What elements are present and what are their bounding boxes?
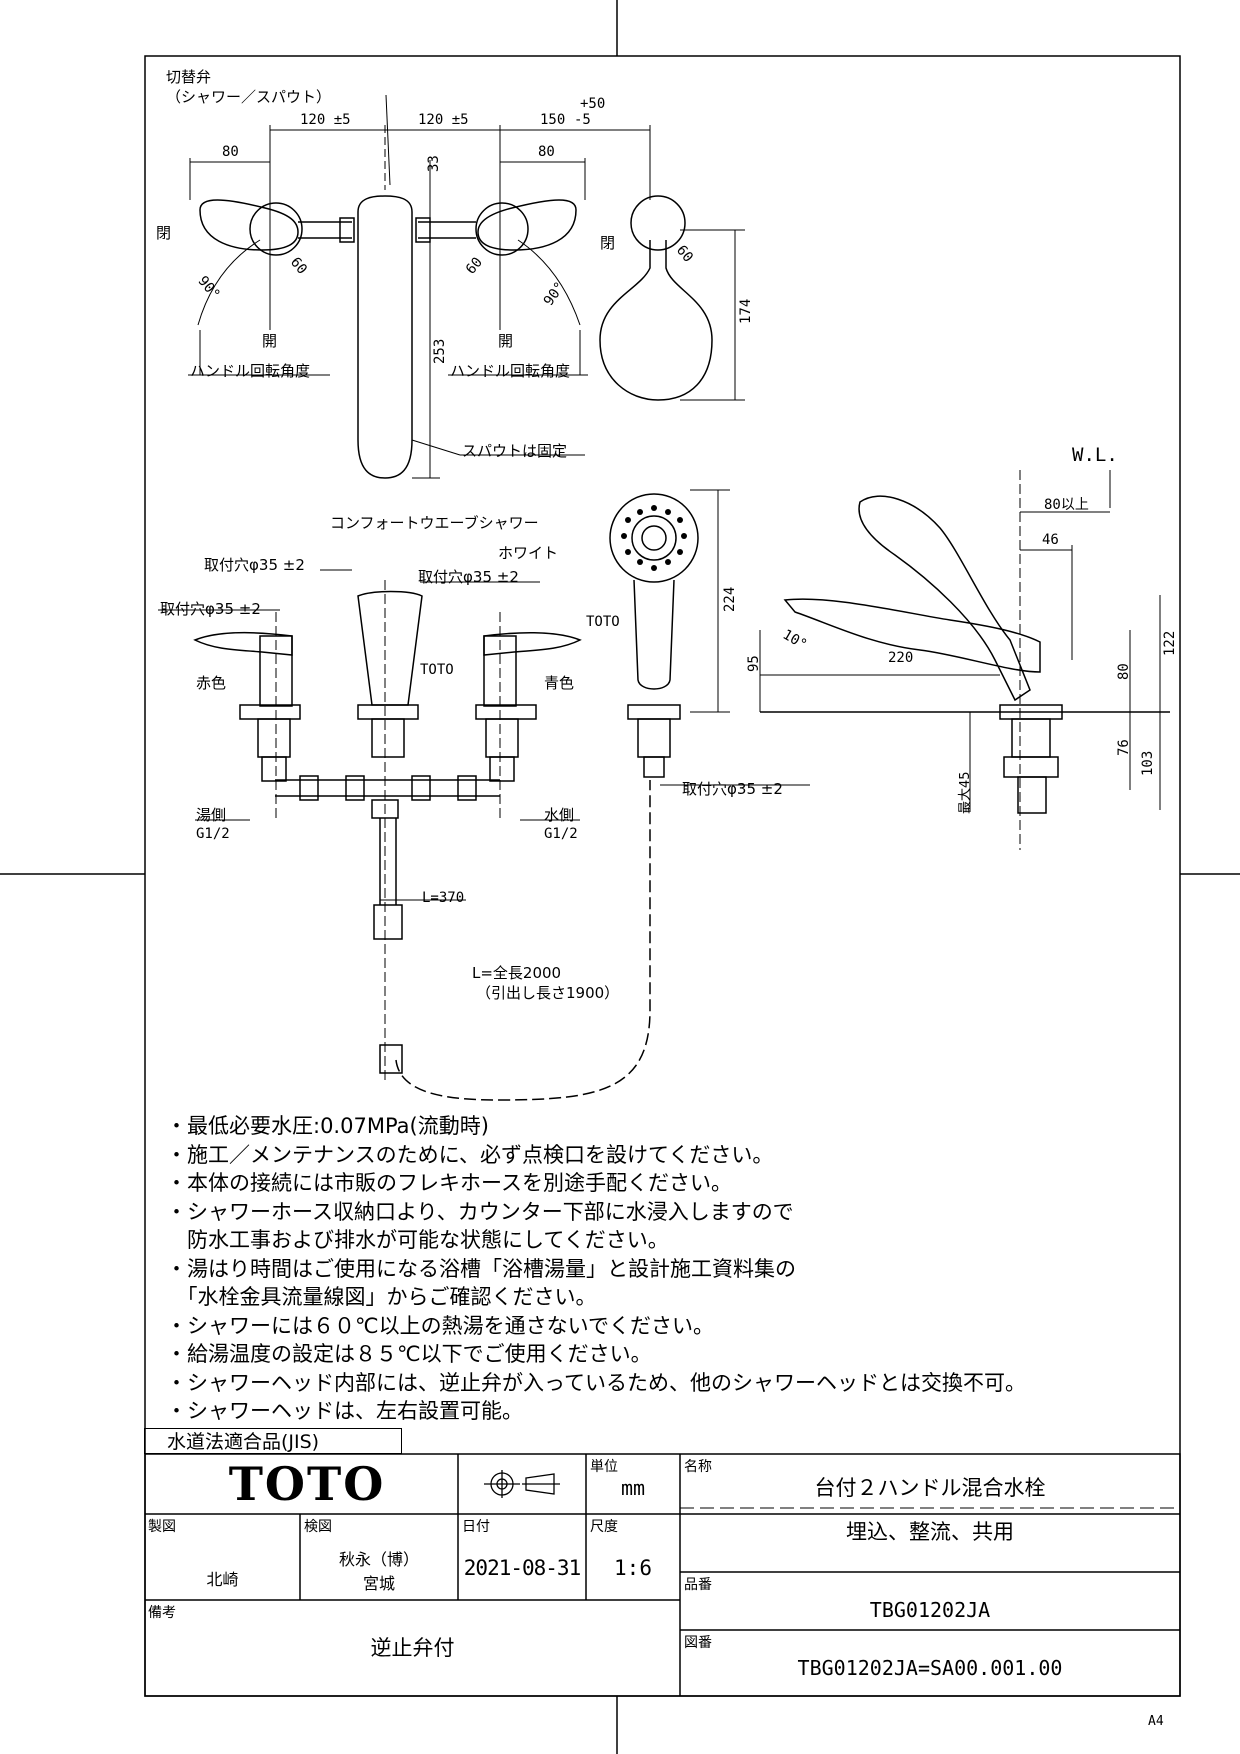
part-number: TBG01202JA bbox=[869, 1598, 991, 1622]
note-item: ・湯はり時間はご使用になる浴槽「浴槽湯量」と設計施工資料集の bbox=[166, 1256, 796, 1281]
toto-label-shower: TOTO bbox=[586, 614, 620, 630]
note-item: ・給湯温度の設定は８５℃以下でご使用ください。 bbox=[166, 1342, 652, 1366]
product-name-sub: 埋込、整流、共用 bbox=[846, 1520, 1014, 1544]
water-level-label: W.L. bbox=[1072, 444, 1118, 466]
front-elevation bbox=[193, 493, 699, 1101]
date-value: 2021-08-31 bbox=[463, 1556, 581, 1580]
white-label: ホワイト bbox=[498, 544, 559, 562]
rotation-angle-right: ハンドル回転角度 bbox=[450, 362, 571, 380]
name-label: 名称 bbox=[684, 1459, 712, 1475]
hose-370-label: L=370 bbox=[422, 890, 465, 906]
drawing-number: TBG01202JA=SA00.001.00 bbox=[797, 1656, 1063, 1680]
dim-120-right: 120 ±5 bbox=[418, 112, 469, 128]
unit-label: 単位 bbox=[590, 1459, 618, 1475]
product-name: 台付２ハンドル混合水栓 bbox=[814, 1476, 1046, 1500]
hole-label-shower: 取付穴φ35 ±2 bbox=[682, 780, 783, 798]
scale-value: 1:6 bbox=[614, 1556, 652, 1580]
hose-pull-label: （引出し長さ1900） bbox=[476, 984, 620, 1002]
rotation-angle-left: ハンドル回転角度 bbox=[190, 362, 311, 380]
checked-by-2: 宮城 bbox=[362, 1574, 395, 1593]
note-item: ・施工／メンテナンスのために、必ず点検口を設けてください。 bbox=[166, 1142, 774, 1167]
hose-total-label: L=全長2000 bbox=[472, 964, 562, 982]
toto-logo: TOTO bbox=[228, 1457, 386, 1511]
g12-left-label: G1/2 bbox=[196, 826, 230, 842]
note-item: 「水栓金具流量線図」からご確認ください。 bbox=[166, 1285, 597, 1309]
blue-label: 青色 bbox=[544, 674, 575, 692]
toto-label-front: TOTO bbox=[420, 662, 454, 678]
part-label: 品番 bbox=[684, 1577, 712, 1593]
cold-side-label: 水側 bbox=[544, 806, 575, 824]
closed-label-left: 閉 bbox=[156, 224, 172, 242]
valve-sub-label: （シャワー／スパウト） bbox=[166, 88, 332, 106]
paper-size: A4 bbox=[1148, 1714, 1164, 1729]
checked-by-1: 秋永（博） bbox=[338, 1550, 419, 1569]
plan-dimensions bbox=[188, 94, 745, 479]
dim-80-left: 80 bbox=[222, 144, 239, 160]
shower-holes bbox=[621, 505, 687, 571]
dim-220: 220 bbox=[888, 650, 914, 666]
date-label: 日付 bbox=[462, 1519, 490, 1535]
note-item: ・シャワーには６０℃以上の熱湯を通さないでください。 bbox=[166, 1313, 714, 1338]
side-elevation bbox=[760, 495, 1170, 814]
projection-symbol-icon bbox=[484, 1470, 560, 1498]
note-item: 防水工事および排水が可能な状態にしてください。 bbox=[166, 1228, 669, 1252]
dim-120-left: 120 ±5 bbox=[300, 112, 351, 128]
hot-side-label: 湯側 bbox=[196, 806, 227, 824]
comfort-wave-label: コンフォートウエーブシャワー bbox=[330, 514, 539, 532]
note-item: ・シャワーホース収納口より、カウンター下部に水浸入しますので bbox=[166, 1199, 794, 1224]
dim-150-plus: +50 bbox=[580, 96, 606, 112]
note-item: ・本体の接続には市販のフレキホースを別途手配ください。 bbox=[166, 1171, 732, 1195]
note-item: ・シャワーヘッドは、左右設置可能。 bbox=[166, 1399, 523, 1423]
side-dimensions bbox=[759, 470, 1161, 850]
closed-label-right: 閉 bbox=[600, 234, 616, 252]
note-item: ・シャワーヘッド内部には、逆止弁が入っているため、他のシャワーヘッドとは交換不可… bbox=[166, 1370, 1026, 1395]
drawing-number-label: 図番 bbox=[684, 1635, 712, 1651]
valve-label: 切替弁 bbox=[166, 68, 212, 86]
note-item: ・最低必要水圧:0.07MPa(流動時) bbox=[166, 1114, 489, 1138]
remarks-value: 逆止弁付 bbox=[370, 1636, 455, 1660]
checked-label: 検図 bbox=[304, 1519, 332, 1535]
front-dimensions bbox=[158, 489, 810, 1080]
open-label-left: 開 bbox=[262, 332, 278, 350]
open-label-right: 開 bbox=[498, 332, 514, 350]
dim-80-right: 80 bbox=[538, 144, 555, 160]
scale-label: 尺度 bbox=[590, 1519, 618, 1535]
red-label: 赤色 bbox=[196, 674, 227, 692]
drawn-label: 製図 bbox=[148, 1519, 176, 1535]
unit-value: mm bbox=[620, 1476, 646, 1500]
dim-150: 150 bbox=[540, 112, 566, 128]
hole-label-spout: 取付穴φ35 ±2 bbox=[204, 556, 305, 574]
hole-label-right: 取付穴φ35 ±2 bbox=[418, 568, 519, 586]
drawn-by: 北崎 bbox=[206, 1570, 239, 1589]
hole-label-left: 取付穴φ35 ±2 bbox=[160, 600, 261, 618]
dim-46: 46 bbox=[1042, 532, 1059, 548]
remarks-label: 備考 bbox=[148, 1605, 176, 1621]
dim-80-over: 80以上 bbox=[1044, 497, 1089, 513]
dim-150-minus: -5 bbox=[574, 112, 591, 128]
notes-list: ・最低必要水圧:0.07MPa(流動時) ・施工／メンテナンスのために、必ず点検… bbox=[166, 1112, 1146, 1426]
spout-fixed-label: スパウトは固定 bbox=[462, 442, 568, 460]
g12-right-label: G1/2 bbox=[544, 826, 578, 842]
